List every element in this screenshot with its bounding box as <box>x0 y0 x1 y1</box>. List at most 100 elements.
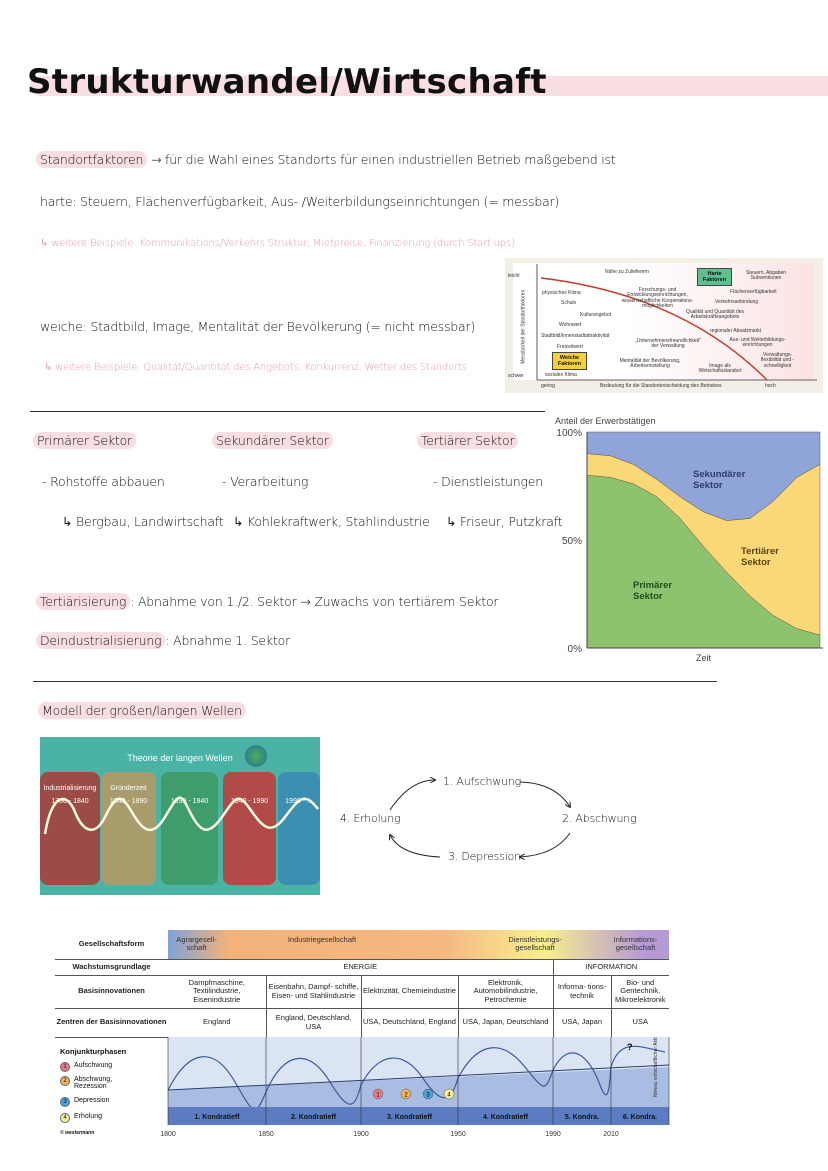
arrow <box>389 780 435 811</box>
y-tick-label: 50% <box>562 536 582 547</box>
hard-factors-box: Harte Faktoren <box>697 268 732 286</box>
y-axis-label: Messbarkeit der Standortfaktoren <box>520 289 527 364</box>
cell: Dampfmaschine, Textilindustrie, Eisenind… <box>168 975 267 1008</box>
kondratieff-bar <box>168 1107 669 1125</box>
phase-number-icon: 2 <box>60 1076 70 1086</box>
factor-label: Stadtbild/Innenstadtattraktivität <box>541 333 610 339</box>
cell: USA <box>632 1017 648 1027</box>
series-label-tertiary: Sektor <box>741 557 771 568</box>
phase-marker <box>400 1088 412 1100</box>
tertiary-example: ↳ Friseur, Putzkraft <box>446 514 563 529</box>
factor-label: Freizeitwert <box>557 344 583 350</box>
tertiaerisierung: Tertiärisierung: Abnahme von 1./2. Sekto… <box>36 593 499 610</box>
y-tick-label: 100% <box>556 428 582 439</box>
sector-chart: 0%50%100%Anteil der ErwerbstätigenZeitSe… <box>555 416 823 663</box>
kondratieff-label: 1. Kondratieff <box>194 1114 240 1121</box>
cell: USA, Deutschland, England <box>361 1008 459 1037</box>
cell: USA, Japan, Deutschland <box>458 1008 554 1037</box>
wave-line <box>43 796 319 835</box>
definition: : Abnahme von 1./2. Sektor → Zuwachs von… <box>130 594 499 609</box>
cell: Elektronik, Automobilindustrie, Petroche… <box>458 975 554 1008</box>
y-axis-label: Anteil der Erwerbstätigen <box>555 416 656 426</box>
kondratieff-label: 3. Kondratieff <box>387 1114 433 1121</box>
series-label-primary: Sektor <box>633 591 663 602</box>
divider <box>33 681 717 682</box>
phase-marker <box>372 1088 384 1100</box>
phase-label: Aufschwung <box>74 1062 113 1069</box>
row-label: Zentren der Basisinnovationen <box>56 1017 167 1027</box>
secondary-example: ↳ Kohlekraftwerk, Stahlindustrie <box>233 514 430 529</box>
era-name: Gründerzeit <box>110 785 147 792</box>
definition-text: → für die Wahl eines Standorts für einen… <box>150 152 616 167</box>
copyright: © westermann <box>60 1130 95 1136</box>
harte-faktoren: harte: Steuern, Flächenverfügbarkeit, Au… <box>40 194 560 209</box>
primary-sector: Primärer Sektor <box>33 432 136 449</box>
importance-curve <box>540 277 768 381</box>
x-right-label: hoch <box>765 383 776 389</box>
factor-label: „Unternehmensfreundlichkeit“ der Verwalt… <box>635 338 701 350</box>
phase-number-icon: 1 <box>60 1062 70 1072</box>
phase-label: Abschwung, Rezession <box>74 1076 113 1090</box>
year-label: 1990 <box>545 1131 561 1138</box>
diagram-axes <box>536 264 817 381</box>
year-label: 1950 <box>450 1131 466 1138</box>
globe-icon <box>245 745 267 767</box>
primary-example: ↳ Bergbau, Landwirtschaft <box>62 514 224 529</box>
era-panel: 1940 - 1990 <box>223 772 276 885</box>
phase-legend-item: 1 Aufschwung <box>60 1062 114 1072</box>
factor-label: Forschungs- und Entwicklungseinrichtunge… <box>621 287 694 310</box>
factor-label: soziales Klima <box>545 372 577 378</box>
definition: : Abnahme 1. Sektor <box>165 633 291 648</box>
cycle-aufschwung: 1. Aufschwung <box>443 775 522 788</box>
y-tick-label: 0% <box>568 644 583 655</box>
secondary-item: - Verarbeitung <box>222 474 309 489</box>
title-highlight <box>30 76 828 96</box>
factor-label: Wohnwert <box>559 322 582 328</box>
cycle-erholung: 4. Erholung <box>340 812 401 825</box>
soft-factors-box: Weiche Faktoren <box>552 352 587 370</box>
gesellschaft-band: Agrargesell- schaft Industriegesellschaf… <box>168 930 669 959</box>
cell: Informa- tions- technik <box>553 975 612 1008</box>
era-years: 1840 - 1890 <box>109 798 148 805</box>
factor-label: regionaler Absatzmarkt <box>710 328 762 334</box>
divider <box>30 411 545 412</box>
kondratieff-label: 4. Kondratieff <box>483 1114 529 1121</box>
kondratieff-table: Gesellschaftsform Agrargesell- schaft In… <box>55 930 669 1038</box>
secondary-sector: Sekundärer Sektor <box>212 432 333 449</box>
standort-definition: Standortfaktoren → für die Wahl eines St… <box>36 151 616 168</box>
page-title: Strukturwandel/Wirtschaft <box>27 62 547 102</box>
konjunktur-heading: Konjunkturphasen <box>60 1047 127 1056</box>
phase-number-icon: 3 <box>60 1097 70 1107</box>
waves-heading: Modell der großen/langen Wellen <box>38 702 246 719</box>
term: Deindustrialisierung <box>36 632 166 649</box>
heading-text: Modell der großen/langen Wellen <box>38 702 246 719</box>
factor-label: Qualität und Quantität des Arbeitskräfte… <box>685 309 745 321</box>
cell: INFORMATION <box>585 961 638 971</box>
phase-marker <box>422 1088 434 1100</box>
factor-label: Steuern, Abgaben Subventionen <box>745 270 787 282</box>
society-label: Industriegesellschaft <box>287 934 357 944</box>
era-panel: Gründerzeit 1840 - 1890 <box>101 772 156 885</box>
factor-label: Verwaltungs- flexibilität und -schnellig… <box>760 352 795 369</box>
row-label: Wachstumsgrundlage <box>72 961 151 971</box>
phase-marker <box>443 1088 455 1100</box>
series-label-tertiary: Tertiärer <box>741 546 779 557</box>
year-label: 1800 <box>160 1131 176 1138</box>
era-years: 1940 - 1990 <box>230 798 269 805</box>
factor-label: Flächenverfügbarkeit <box>730 289 777 295</box>
era-name: Industrialisierung <box>43 785 97 792</box>
factor-label: Verkehrsanbindung <box>715 299 759 305</box>
society-label: Agrargesell- schaft <box>176 934 217 953</box>
area-sekund-rer-sektor <box>586 431 821 521</box>
society-label: Dienstleistungs- gesellschaft <box>508 934 562 953</box>
cell: Bio- und Gentechnik, Mikroelektronik <box>615 977 666 1004</box>
phase-legend-item: 2 Abschwung, Rezession <box>60 1076 114 1090</box>
term-standortfaktoren: Standortfaktoren <box>36 151 148 168</box>
arrow <box>519 781 570 807</box>
factor-label: Kulturangebot <box>580 312 612 318</box>
term: Tertiärisierung <box>36 593 131 610</box>
factor-label: Mentalität der Bevölkerung, Arbeitseinst… <box>619 358 681 370</box>
factor-label: physisches Klima <box>542 290 581 296</box>
